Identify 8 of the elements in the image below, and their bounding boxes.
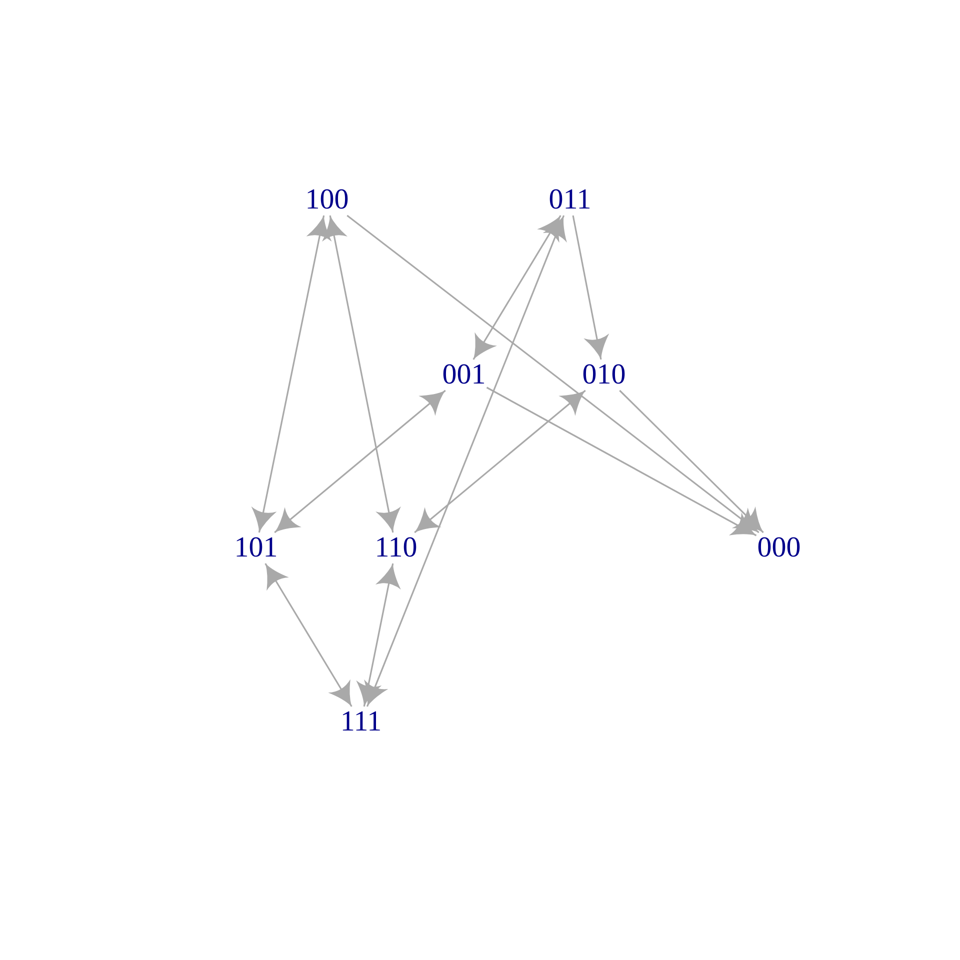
state-label: 011 (548, 184, 592, 216)
state-label: 001 (441, 360, 487, 390)
state-label: 000 (756, 532, 802, 564)
state-label: 101 (233, 532, 279, 564)
state-label: 100 (304, 184, 350, 216)
state-label: 010 (581, 360, 627, 390)
state-label: 110 (374, 532, 418, 564)
state-label: 111 (339, 706, 383, 738)
